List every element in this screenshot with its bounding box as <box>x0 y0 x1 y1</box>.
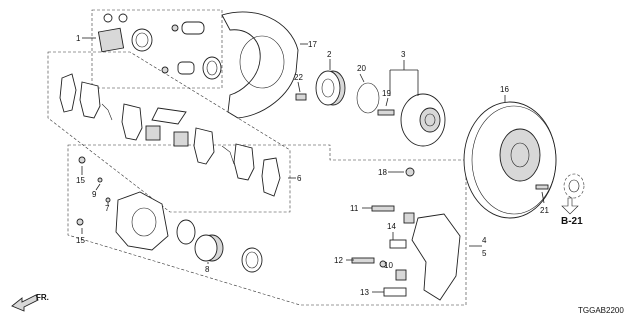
hub-reference-sketch <box>561 173 585 215</box>
callout-11: 11 <box>350 204 359 213</box>
seal-kit-parts <box>97 13 222 80</box>
callout-8: 8 <box>205 265 210 274</box>
callout-5: 5 <box>482 249 487 258</box>
callout-15-lower: 15 <box>76 236 85 245</box>
callout-9: 9 <box>92 190 97 199</box>
hub-bearing-assembly <box>295 70 380 114</box>
reference-label: B-21 <box>561 216 583 227</box>
callout-3: 3 <box>401 50 406 59</box>
callout-16: 16 <box>500 85 509 94</box>
dust-shield <box>221 11 299 119</box>
front-hub <box>377 93 446 147</box>
callout-12: 12 <box>334 256 343 265</box>
callout-1: 1 <box>76 34 81 43</box>
leader-lines <box>81 37 545 293</box>
callout-19: 19 <box>382 89 391 98</box>
caliper-body <box>76 156 263 273</box>
pad-set-group-outline <box>47 51 291 213</box>
callout-20: 20 <box>357 64 366 73</box>
diagram-code: TGGAB2200 <box>578 306 624 315</box>
callout-6: 6 <box>297 174 302 183</box>
callout-18: 18 <box>378 168 387 177</box>
brake-disc <box>463 101 557 219</box>
brake-pads-and-shims <box>59 73 281 197</box>
front-direction-label: FR. <box>36 293 49 302</box>
callout-22: 22 <box>294 73 303 82</box>
callout-21: 21 <box>540 206 549 215</box>
callout-10: 10 <box>384 261 393 270</box>
callout-17: 17 <box>308 40 317 49</box>
caliper-bracket <box>351 167 461 301</box>
callout-14: 14 <box>387 222 396 231</box>
callout-15-upper: 15 <box>76 176 85 185</box>
callout-2: 2 <box>327 50 332 59</box>
callout-7: 7 <box>105 204 110 213</box>
callout-13: 13 <box>360 288 369 297</box>
caliper-assembly-group-outline <box>67 144 467 306</box>
front-direction-arrow: FR. <box>11 293 49 312</box>
callout-4: 4 <box>482 236 487 245</box>
callout-numbers: 1 2 3 4 5 6 7 8 9 10 11 12 13 14 15 15 1… <box>76 34 549 297</box>
seal-kit-group-outline <box>91 9 223 89</box>
